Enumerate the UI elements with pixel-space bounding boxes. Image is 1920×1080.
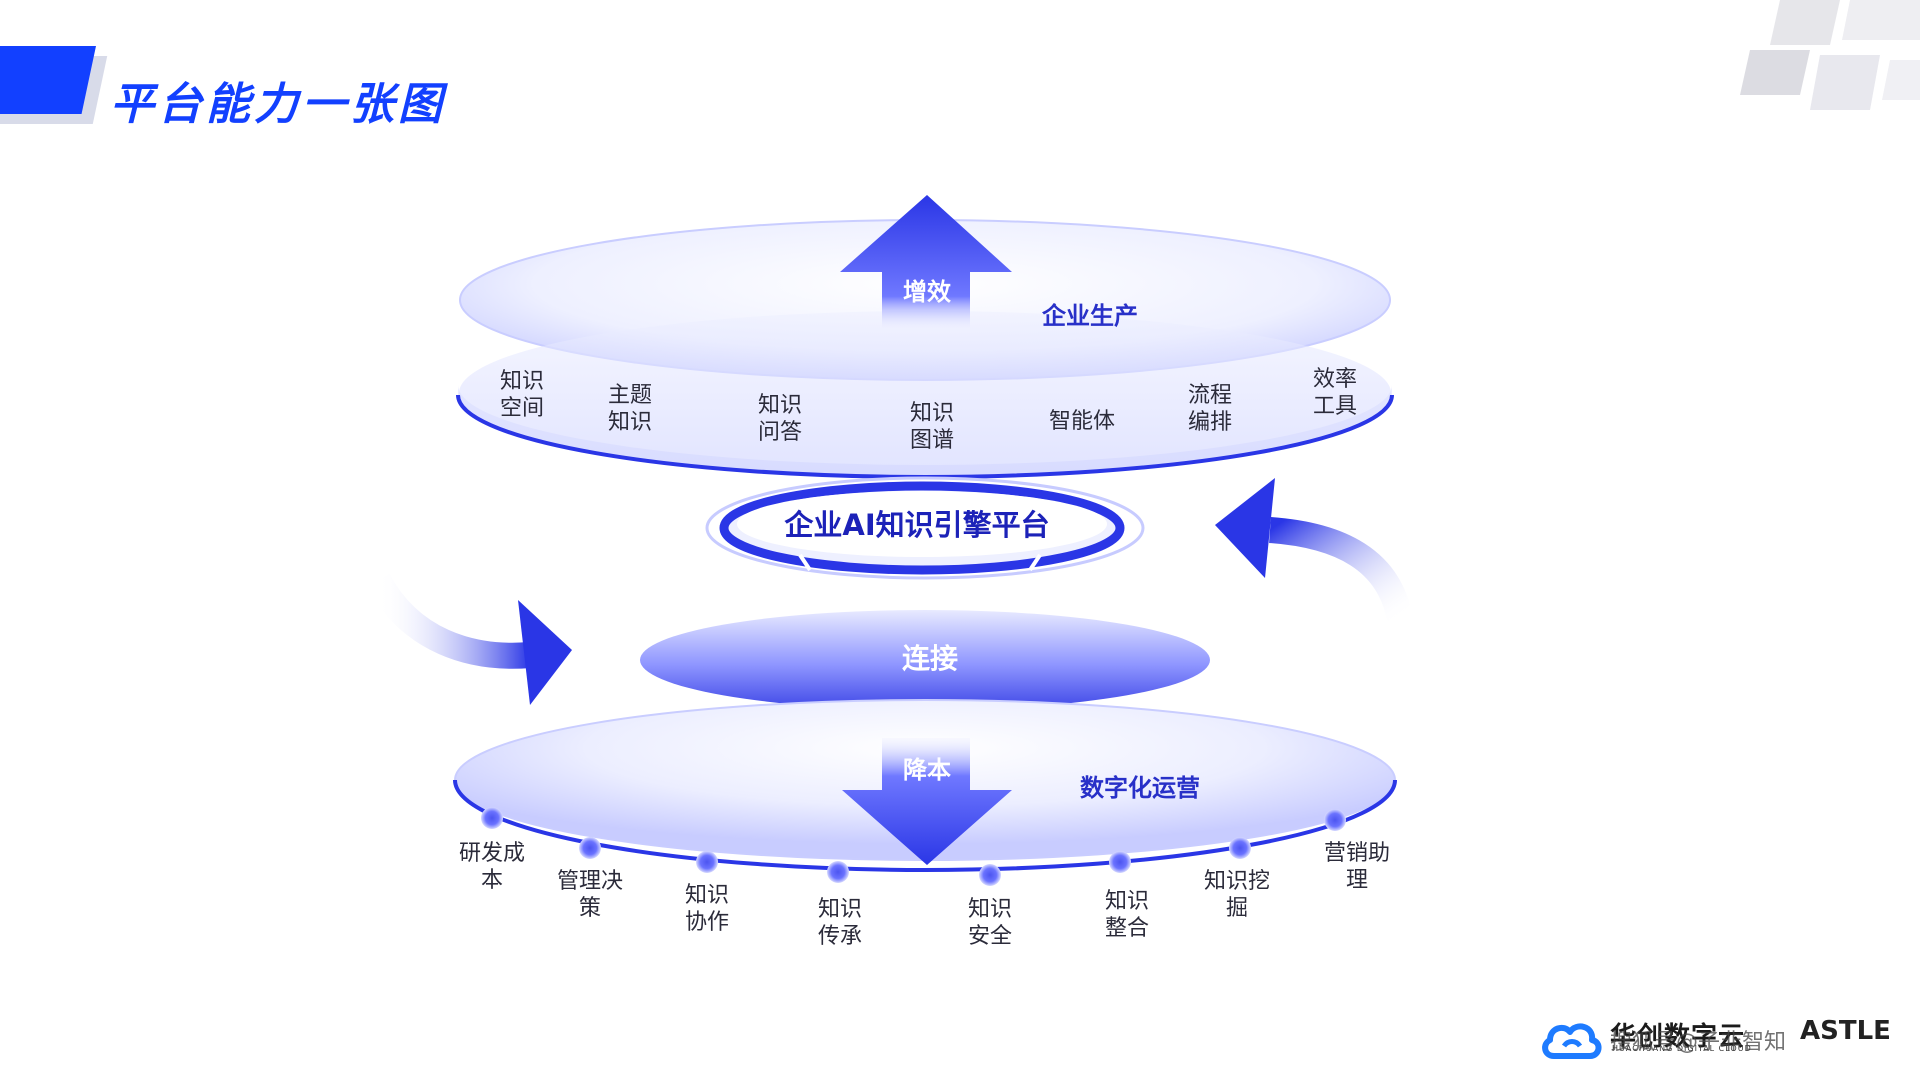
up-arrow-label: 增效 — [903, 278, 951, 306]
watermark-text: 搜狐号@子非智知 — [1610, 1030, 1787, 1055]
node-dot — [1109, 851, 1131, 873]
top-item-agent: 智能体 — [1048, 409, 1115, 434]
bottom-item-rd-cost: 研发成本 — [458, 841, 525, 893]
down-arrow — [842, 738, 1012, 865]
partner-logo: ASTLE — [1800, 1016, 1891, 1046]
brand-subtitle: HUACHUANG DIGITAL CLOUD — [1612, 1044, 1752, 1053]
bottom-item-management-decision: 管理决策 — [556, 869, 623, 921]
top-ring — [459, 311, 1391, 475]
node-dot — [1324, 809, 1346, 831]
bottom-item-marketing-assistant: 营销助理 — [1323, 841, 1390, 893]
bottom-item-knowledge-collab: 知识协作 — [684, 883, 729, 935]
node-dot — [827, 861, 849, 883]
node-dot — [579, 837, 601, 859]
node-dot — [481, 807, 503, 829]
left-arrow-head — [518, 600, 572, 705]
node-dot — [696, 851, 718, 873]
bottom-layer-title: 数字化运营 — [1080, 774, 1200, 802]
right-arrow-head — [1215, 478, 1275, 578]
platform-label: 企业AI知识引擎平台 — [784, 508, 1050, 542]
bottom-item-knowledge-security: 知识安全 — [967, 897, 1012, 949]
bottom-item-knowledge-mining: 知识挖掘 — [1203, 869, 1270, 921]
top-item-workflow: 流程编排 — [1187, 383, 1232, 435]
top-item-knowledge-space: 知识空间 — [499, 369, 544, 421]
brand-name: 华创数字云 — [1610, 1022, 1746, 1052]
top-layer-title: 企业生产 — [1042, 302, 1138, 330]
bottom-item-knowledge-integration: 知识整合 — [1104, 889, 1149, 941]
top-item-topic-knowledge: 主题知识 — [607, 383, 652, 435]
corner-decoration — [1740, 0, 1920, 110]
bottom-item-knowledge-inherit: 知识传承 — [817, 897, 862, 949]
left-curve-arrow — [366, 573, 532, 669]
node-dot — [979, 864, 1001, 886]
top-item-knowledge-qa: 知识问答 — [757, 393, 802, 445]
connect-ellipse — [640, 610, 1210, 710]
top-item-efficiency-tools: 效率工具 — [1312, 367, 1357, 419]
down-arrow-label: 降本 — [903, 756, 951, 784]
up-arrow — [840, 195, 1012, 330]
right-curve-arrow — [1268, 517, 1413, 623]
node-dot — [1229, 837, 1251, 859]
cloud-logo-icon — [1542, 1023, 1602, 1059]
page-title: 平台能力一张图 — [110, 79, 446, 130]
top-item-knowledge-graph: 知识图谱 — [909, 401, 954, 453]
connect-label: 连接 — [901, 642, 958, 675]
platform-core — [737, 491, 1107, 557]
